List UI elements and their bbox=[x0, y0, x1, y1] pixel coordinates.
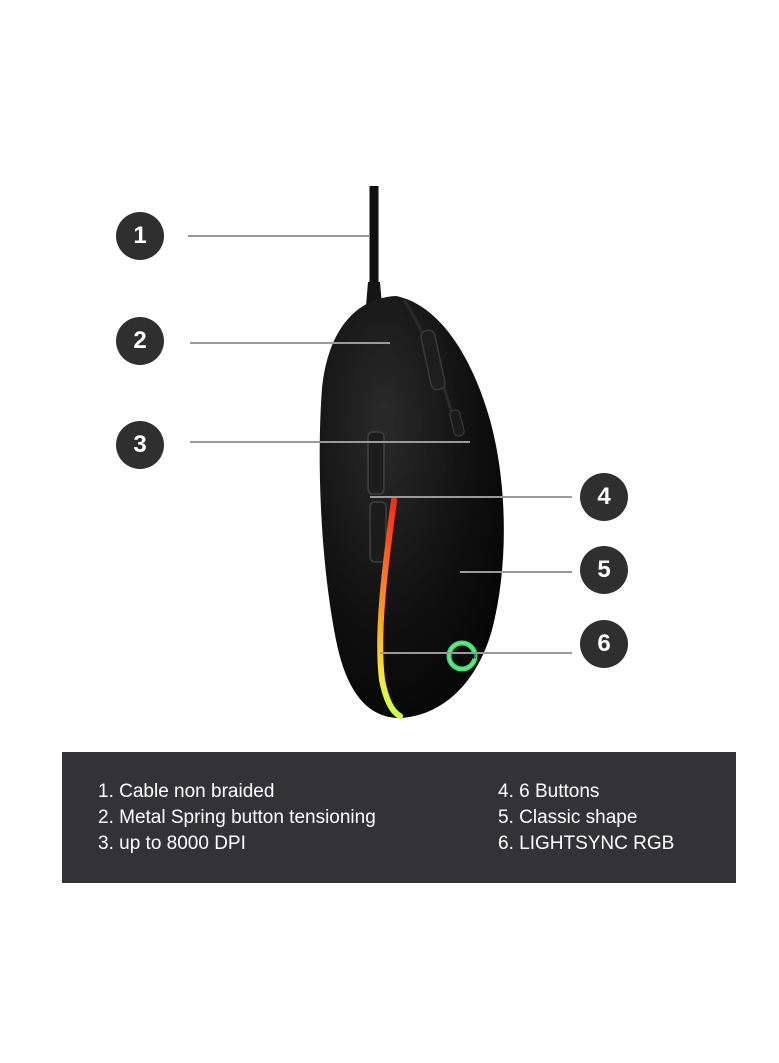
dpi-button bbox=[449, 409, 465, 437]
callout-3: 3 bbox=[116, 421, 164, 469]
legend-column-right: 4. 6 Buttons 5. Classic shape 6. LIGHTSY… bbox=[498, 779, 674, 857]
legend-item-spring: 2. Metal Spring button tensioning bbox=[98, 807, 376, 828]
callout-4: 4 bbox=[580, 473, 628, 521]
callout-2: 2 bbox=[116, 317, 164, 365]
legend-item-buttons: 4. 6 Buttons bbox=[498, 781, 600, 802]
legend-item-cable: 1. Cable non braided bbox=[98, 781, 275, 802]
legend-item-shape: 5. Classic shape bbox=[498, 807, 638, 828]
mouse-body bbox=[319, 296, 504, 718]
logo-icon bbox=[446, 640, 478, 672]
side-button-forward bbox=[367, 431, 385, 495]
callout-1: 1 bbox=[116, 212, 164, 260]
side-button-back bbox=[369, 501, 387, 563]
legend-item-dpi: 3. up to 8000 DPI bbox=[98, 833, 246, 854]
callout-5: 5 bbox=[580, 546, 628, 594]
rgb-lighting-strip bbox=[377, 497, 403, 719]
scroll-wheel bbox=[420, 329, 446, 391]
legend-item-rgb: 6. LIGHTSYNC RGB bbox=[498, 833, 675, 854]
callout-6: 6 bbox=[580, 620, 628, 668]
legend-column-left: 1. Cable non braided 2. Metal Spring but… bbox=[98, 779, 376, 857]
feature-legend: 1. Cable non braided 2. Metal Spring but… bbox=[62, 752, 736, 883]
